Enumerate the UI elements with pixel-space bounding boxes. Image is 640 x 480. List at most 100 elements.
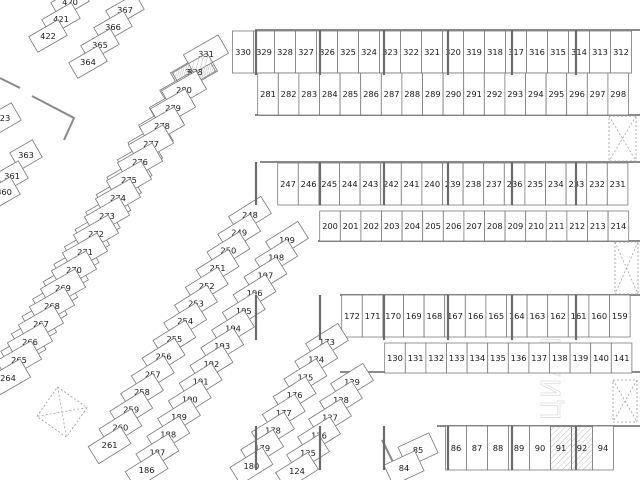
- parking-space[interactable]: 88: [487, 425, 509, 471]
- parking-space[interactable]: 206: [442, 210, 465, 242]
- parking-space[interactable]: 294: [525, 72, 547, 116]
- parking-space[interactable]: 324: [358, 30, 380, 74]
- parking-space[interactable]: 323: [379, 30, 401, 74]
- parking-space[interactable]: 282: [277, 72, 300, 116]
- parking-space[interactable]: 292: [483, 72, 506, 116]
- parking-space[interactable]: 281: [257, 72, 279, 116]
- parking-space[interactable]: 204: [401, 210, 424, 242]
- parking-space[interactable]: 318: [484, 30, 506, 74]
- parking-space[interactable]: 210: [525, 210, 547, 242]
- parking-space[interactable]: 134: [466, 342, 489, 374]
- parking-space[interactable]: 202: [360, 210, 382, 242]
- parking-space[interactable]: 84: [383, 450, 425, 480]
- parking-space[interactable]: 164: [506, 294, 528, 338]
- parking-space[interactable]: 214: [607, 210, 630, 242]
- parking-space[interactable]: 319: [463, 30, 485, 74]
- parking-space[interactable]: 160: [588, 294, 610, 338]
- parking-space[interactable]: 246: [297, 162, 320, 206]
- parking-space[interactable]: 186: [124, 450, 169, 480]
- parking-space[interactable]: 286: [360, 72, 382, 116]
- parking-space[interactable]: 244: [339, 162, 361, 206]
- parking-space[interactable]: 321: [421, 30, 443, 74]
- parking-space[interactable]: 330: [232, 30, 254, 74]
- parking-space[interactable]: 94: [592, 425, 614, 471]
- parking-space[interactable]: 212: [566, 210, 588, 242]
- parking-space[interactable]: 166: [464, 294, 487, 338]
- parking-space[interactable]: 139: [569, 342, 592, 374]
- parking-space[interactable]: 284: [319, 72, 341, 116]
- parking-space[interactable]: 315: [547, 30, 569, 74]
- parking-space[interactable]: 87: [466, 425, 488, 471]
- parking-space[interactable]: 138: [549, 342, 571, 374]
- parking-space[interactable]: 317: [505, 30, 527, 74]
- parking-space[interactable]: 320: [442, 30, 464, 74]
- parking-space[interactable]: 133: [446, 342, 468, 374]
- parking-space[interactable]: 328: [274, 30, 296, 74]
- parking-space[interactable]: 289: [422, 72, 444, 116]
- parking-space[interactable]: 285: [339, 72, 362, 116]
- parking-space[interactable]: 169: [403, 294, 425, 338]
- parking-space[interactable]: 235: [524, 162, 546, 206]
- parking-space[interactable]: 171: [361, 294, 384, 338]
- parking-space[interactable]: 241: [400, 162, 423, 206]
- parking-space[interactable]: 92: [571, 425, 593, 471]
- parking-space[interactable]: 313: [589, 30, 611, 74]
- parking-space[interactable]: 168: [423, 294, 446, 338]
- parking-space[interactable]: 23: [0, 102, 22, 134]
- parking-space[interactable]: 213: [587, 210, 609, 242]
- parking-space[interactable]: 163: [526, 294, 549, 338]
- parking-space[interactable]: 91: [550, 425, 572, 471]
- parking-space[interactable]: 240: [421, 162, 443, 206]
- parking-space[interactable]: 130: [384, 342, 406, 374]
- parking-space[interactable]: 162: [547, 294, 569, 338]
- parking-space[interactable]: 264: [0, 358, 32, 398]
- parking-space[interactable]: 243: [359, 162, 382, 206]
- parking-space[interactable]: 291: [463, 72, 485, 116]
- parking-space[interactable]: 207: [463, 210, 485, 242]
- parking-space[interactable]: 140: [590, 342, 612, 374]
- parking-space[interactable]: 200: [319, 210, 341, 242]
- parking-space[interactable]: 159: [609, 294, 631, 338]
- parking-space[interactable]: 283: [298, 72, 320, 116]
- parking-space[interactable]: 247: [277, 162, 299, 206]
- parking-space[interactable]: 234: [545, 162, 567, 206]
- parking-space[interactable]: 90: [529, 425, 551, 471]
- parking-space[interactable]: 211: [545, 210, 568, 242]
- parking-space[interactable]: 232: [586, 162, 608, 206]
- parking-space[interactable]: 201: [339, 210, 362, 242]
- parking-space[interactable]: 316: [526, 30, 548, 74]
- parking-space[interactable]: 312: [610, 30, 632, 74]
- parking-space[interactable]: 141: [610, 342, 633, 374]
- parking-space[interactable]: 137: [528, 342, 550, 374]
- parking-space[interactable]: 231: [606, 162, 629, 206]
- parking-space[interactable]: 236: [503, 162, 526, 206]
- parking-space[interactable]: 136: [507, 342, 530, 374]
- parking-space[interactable]: 203: [381, 210, 403, 242]
- parking-space[interactable]: 180: [229, 446, 274, 480]
- parking-space[interactable]: 245: [318, 162, 340, 206]
- parking-space[interactable]: 314: [568, 30, 590, 74]
- parking-space[interactable]: 124: [275, 451, 319, 480]
- parking-space[interactable]: 325: [337, 30, 359, 74]
- parking-space[interactable]: 170: [382, 294, 404, 338]
- parking-space[interactable]: 290: [442, 72, 465, 116]
- parking-space[interactable]: 422: [28, 19, 68, 53]
- parking-space[interactable]: 297: [586, 72, 609, 116]
- parking-space[interactable]: 322: [400, 30, 422, 74]
- parking-space[interactable]: 132: [425, 342, 447, 374]
- parking-space[interactable]: 296: [566, 72, 588, 116]
- parking-space[interactable]: 293: [504, 72, 526, 116]
- parking-space[interactable]: 295: [545, 72, 568, 116]
- parking-space[interactable]: 237: [483, 162, 505, 206]
- parking-space[interactable]: 327: [295, 30, 317, 74]
- parking-space[interactable]: 161: [567, 294, 590, 338]
- parking-space[interactable]: 360: [0, 176, 21, 208]
- parking-space[interactable]: 205: [422, 210, 444, 242]
- parking-space[interactable]: 239: [442, 162, 464, 206]
- parking-space[interactable]: 364: [68, 45, 108, 79]
- parking-space[interactable]: 209: [504, 210, 527, 242]
- parking-space[interactable]: 131: [404, 342, 427, 374]
- parking-space[interactable]: 172: [341, 294, 363, 338]
- parking-space[interactable]: 261: [87, 425, 132, 465]
- parking-space[interactable]: 298: [607, 72, 629, 116]
